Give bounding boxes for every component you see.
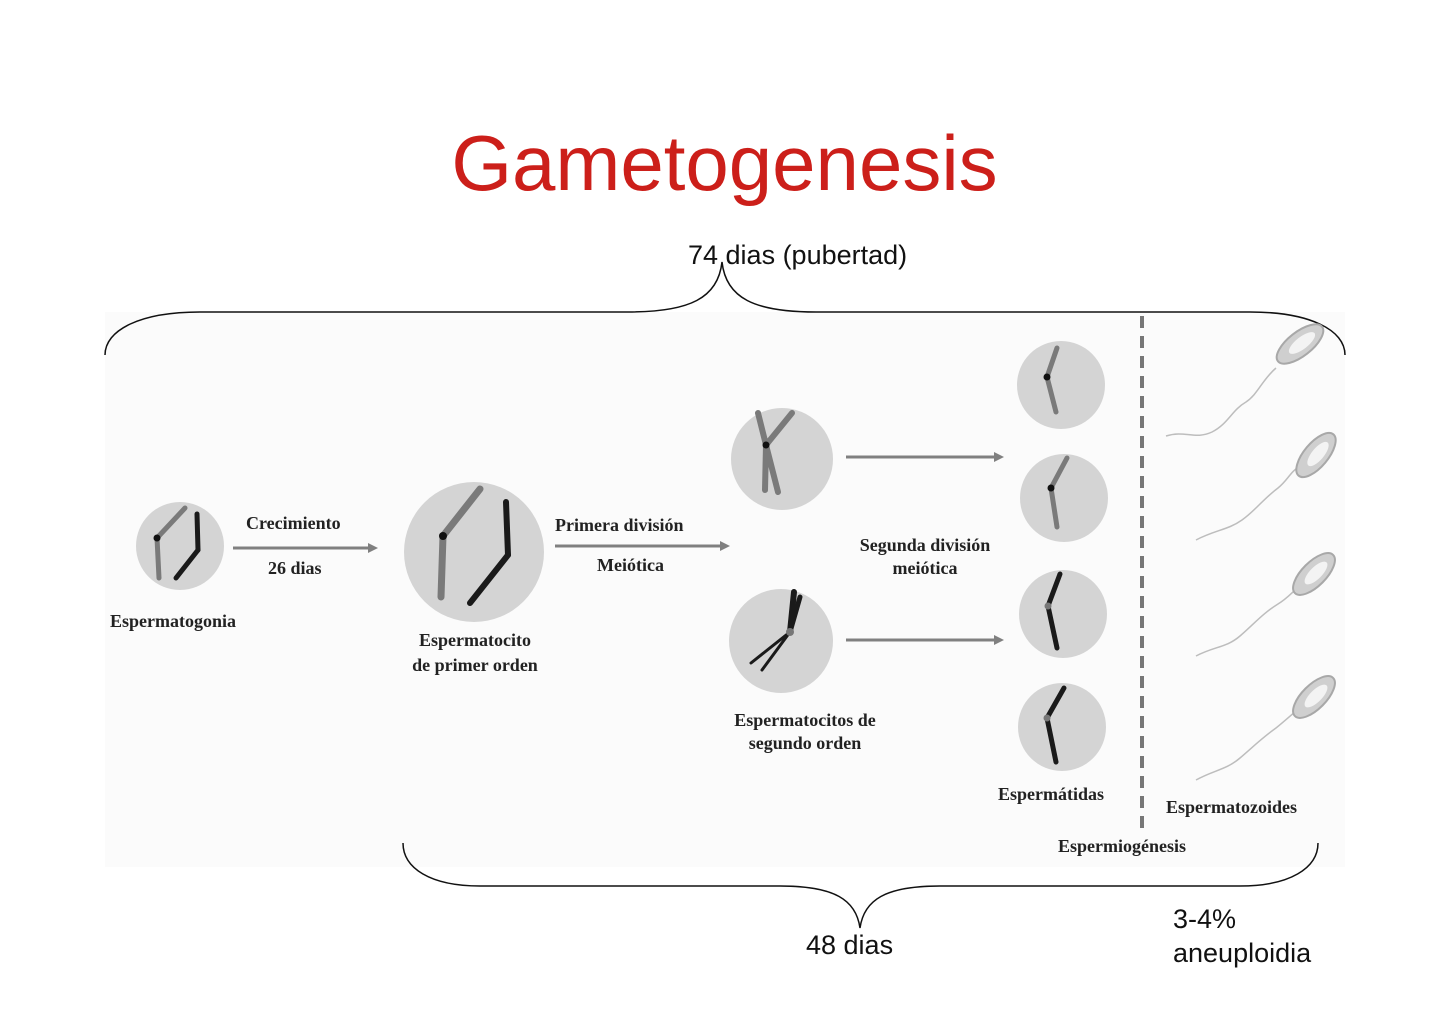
growth-days-label: 26 dias	[268, 558, 322, 578]
arrow-second-division-upper	[846, 452, 1004, 462]
spermatogonia-label: Espermatogonia	[110, 611, 236, 631]
slide-title: Gametogenesis	[451, 119, 998, 207]
spermatozoon-1	[1165, 323, 1325, 437]
arrow-second-division-lower	[846, 635, 1004, 645]
secondary-spermatocyte-line1: Espermatocitos de	[734, 710, 876, 730]
arrow-growth	[233, 543, 378, 553]
spermatogonia-cell	[136, 502, 224, 590]
bottom-brace-label: 48 dias	[806, 930, 894, 960]
spermatid-cell-2	[1020, 454, 1108, 542]
spermatozoon-4	[1195, 675, 1336, 781]
spermatid-cell-3	[1019, 570, 1107, 658]
secondary-spermatocyte-lower-cell	[729, 589, 833, 693]
aneuploidy-percent: 3-4%	[1173, 904, 1237, 934]
primary-spermatocyte-line1: Espermatocito	[419, 630, 531, 650]
top-brace-label: 74 dias (pubertad)	[688, 240, 908, 270]
secondary-spermatocyte-line2: segundo orden	[748, 733, 862, 753]
aneuploidy-note: 3-4% aneuploidia	[1173, 902, 1311, 970]
primary-spermatocyte-cell	[404, 482, 544, 622]
first-division-meiotic-label: Meiótica	[597, 555, 664, 575]
spermatozoa-label: Espermatozoides	[1166, 797, 1297, 817]
top-brace	[104, 261, 1346, 356]
diagram-panel	[105, 312, 1345, 867]
arrow-first-division	[555, 541, 730, 551]
spermiogenesis-label: Espermiogénesis	[1058, 836, 1186, 856]
secondary-spermatocyte-upper-cell	[731, 408, 833, 510]
second-division-label: Segunda división meiótica	[830, 535, 1020, 579]
second-division-line1: Segunda división	[859, 535, 991, 555]
primary-spermatocyte-label: Espermatocito de primer orden	[390, 630, 560, 676]
spermatozoon-3	[1195, 552, 1336, 657]
secondary-spermatocyte-label: Espermatocitos de segundo orden	[710, 710, 900, 754]
first-division-label: Primera división	[555, 515, 684, 535]
aneuploidy-word: aneuploidia	[1173, 938, 1312, 968]
second-division-line2: meiótica	[892, 558, 958, 578]
spermatozoon-2	[1195, 431, 1337, 541]
primary-spermatocyte-line2: de primer orden	[412, 655, 538, 675]
spermatid-cell-4	[1018, 683, 1106, 771]
spermatids-label: Espermátidas	[998, 784, 1105, 804]
bottom-brace	[402, 842, 1319, 929]
spermatid-cell-1	[1017, 341, 1105, 429]
growth-label: Crecimiento	[246, 513, 341, 533]
